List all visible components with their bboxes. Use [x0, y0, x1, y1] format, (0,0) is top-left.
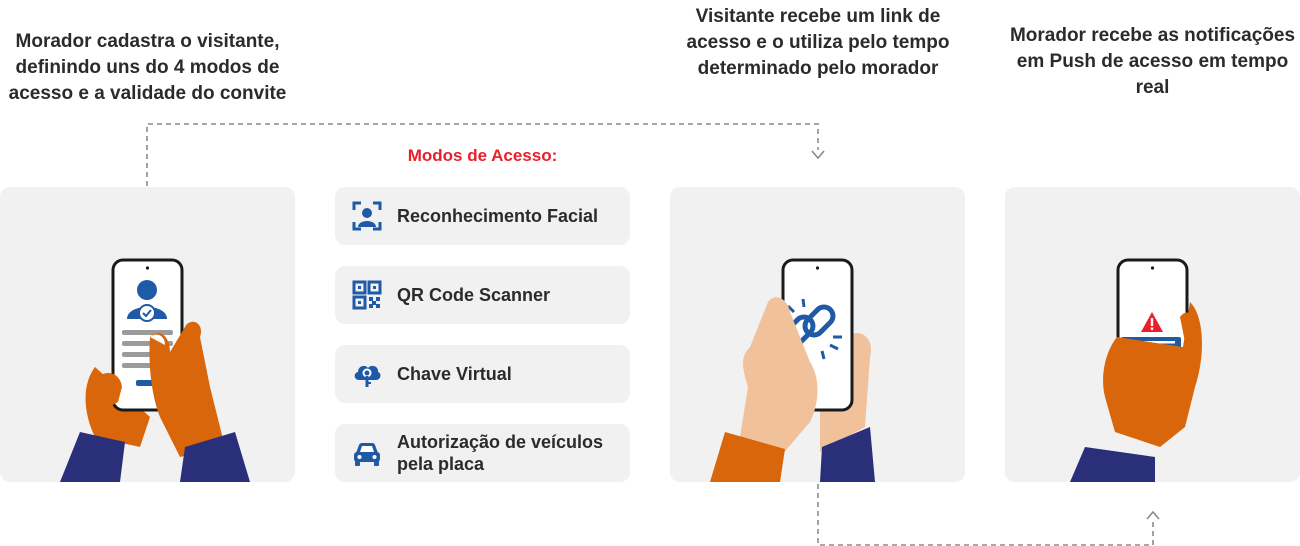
car-icon [354, 443, 380, 466]
qr-code-icon [352, 280, 382, 310]
access-mode-label: QR Code Scanner [397, 285, 551, 305]
phone-register-illustration [60, 258, 250, 482]
access-mode-label: Autorização de veículos pela placa [397, 432, 604, 474]
arrow-down-icon [811, 150, 825, 160]
access-modes-title: Modos de Acesso: [407, 146, 558, 165]
access-mode-virtual-key: Chave Virtual [335, 345, 630, 403]
connector-step1-to-step2 [146, 123, 819, 186]
connector-step2-to-step3 [817, 484, 1154, 546]
step-2-caption: Visitante recebe um link de acesso e o u… [686, 6, 950, 79]
step-3-caption: Morador recebe as notificações em Push d… [1009, 25, 1296, 98]
warning-alert-icon [1141, 312, 1163, 332]
phone-notification-illustration [1070, 258, 1202, 482]
phone-link-illustration [710, 258, 875, 482]
access-mode-label: Reconhecimento Facial [397, 206, 599, 226]
access-mode-vehicle-plate: Autorização de veículos pela placa [335, 424, 630, 482]
step-1-illustration-card [0, 187, 295, 482]
access-mode-label: Chave Virtual [397, 364, 512, 384]
cloud-key-icon [354, 365, 381, 387]
step-3-illustration-card [1005, 187, 1300, 482]
arrow-up-icon [1146, 510, 1160, 520]
step-1-caption: Morador cadastra o visitante, definindo … [8, 31, 287, 104]
access-mode-qr-code: QR Code Scanner [335, 266, 630, 324]
step-2-illustration-card [670, 187, 965, 482]
user-check-icon [127, 280, 167, 322]
face-recognition-icon [352, 201, 382, 231]
access-mode-facial-recognition: Reconhecimento Facial [335, 187, 630, 245]
